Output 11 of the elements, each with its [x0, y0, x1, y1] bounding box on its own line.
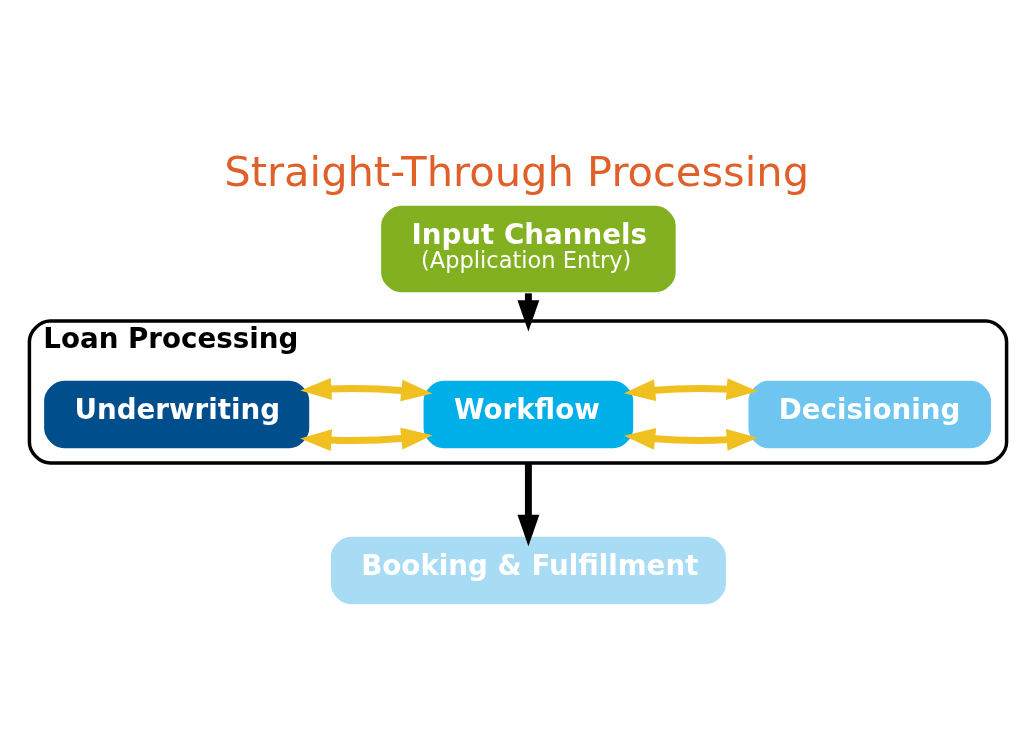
- arrow: [300, 377, 433, 401]
- node-box: Workflow: [421, 378, 635, 450]
- arrow: [623, 377, 758, 401]
- node-box: Booking & Fulfillment: [329, 534, 728, 606]
- diagram-title: Straight-Through Processing: [224, 146, 810, 196]
- arrow: [623, 427, 758, 451]
- node-box: Decisioning: [746, 378, 993, 450]
- node-box: Input Channels (Application Entry): [379, 203, 678, 294]
- arrow: [517, 462, 540, 546]
- node-box: Underwriting: [42, 378, 311, 450]
- arrow: [300, 427, 433, 451]
